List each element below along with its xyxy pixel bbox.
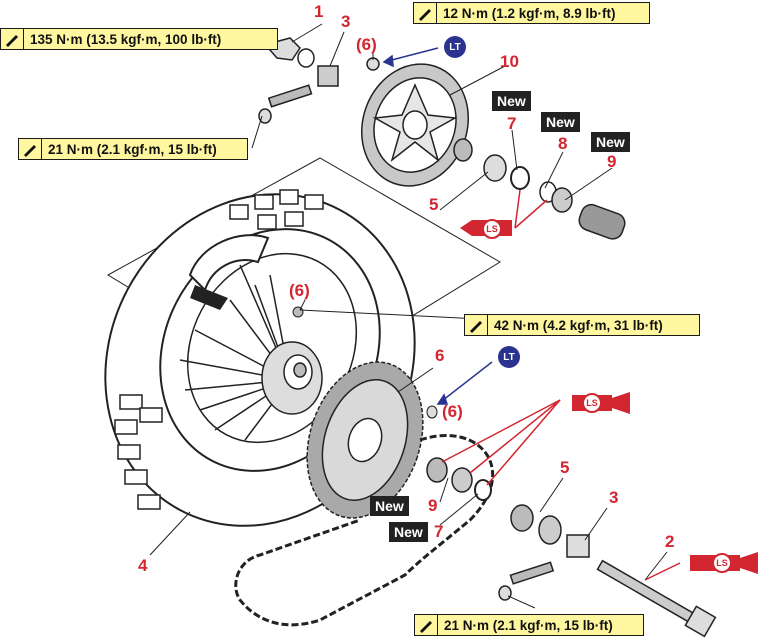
callout-4: 4 bbox=[138, 556, 148, 575]
lt-locktite-icon: LT bbox=[498, 346, 520, 368]
callout-2: 2 bbox=[665, 532, 675, 551]
sprocket-bolt bbox=[426, 405, 438, 419]
torque-label-hub-bolt: 42 N·m (4.2 kgf·m, 31 lb·ft) bbox=[464, 314, 700, 336]
adjust-bolt-top bbox=[258, 84, 313, 124]
new-tag-seal-top: New bbox=[492, 91, 531, 111]
torque-label-adjust-bolt-top: 21 N·m (2.1 kgf·m, 15 lb·ft) bbox=[18, 138, 248, 160]
new-tag-bearing-bottom: New bbox=[370, 496, 409, 516]
leader-lines bbox=[149, 23, 668, 609]
tube-section bbox=[188, 234, 270, 292]
tire-cut-shading bbox=[190, 285, 228, 310]
callout-1: 1 bbox=[314, 2, 324, 21]
callout-7-bottom: 7 bbox=[434, 522, 444, 541]
torque-value: 42 N·m (4.2 kgf·m, 31 lb·ft) bbox=[494, 317, 663, 333]
torque-label-axle-nut: 135 N·m (13.5 kgf·m, 100 lb·ft) bbox=[0, 28, 278, 50]
torque-wrench-icon bbox=[1, 29, 24, 49]
ls-grease-icon: LS bbox=[582, 393, 602, 413]
torque-label-disc-bolt: 12 N·m (1.2 kgf·m, 8.9 lb·ft) bbox=[413, 2, 650, 24]
ls-grease-icons bbox=[460, 220, 758, 574]
new-tag-bearing-top: New bbox=[591, 132, 630, 152]
hub-parts-top bbox=[453, 138, 626, 240]
adjust-bolt-bottom bbox=[498, 561, 555, 601]
callout-7-top: 7 bbox=[507, 114, 517, 133]
torque-wrench-icon bbox=[465, 315, 488, 335]
torque-value: 21 N·m (2.1 kgf·m, 15 lb·ft) bbox=[48, 141, 217, 157]
torque-wrench-icon bbox=[414, 3, 437, 23]
axle-nut-group bbox=[269, 37, 380, 87]
lt-arrows bbox=[382, 47, 493, 405]
callout-8: 8 bbox=[558, 134, 568, 153]
callout-3-bottom: 3 bbox=[609, 488, 619, 507]
ls-grease-icon: LS bbox=[482, 219, 502, 239]
torque-label-adjust-bolt-bottom: 21 N·m (2.1 kgf·m, 15 lb·ft) bbox=[414, 614, 644, 636]
torque-value: 21 N·m (2.1 kgf·m, 15 lb·ft) bbox=[444, 617, 613, 633]
brake-disc bbox=[360, 63, 470, 187]
callout-9-bottom: 9 bbox=[428, 496, 438, 515]
wheel-hub bbox=[261, 341, 323, 415]
callout-6-hub-paren: (6) bbox=[289, 281, 310, 300]
ls-arrows bbox=[441, 189, 681, 581]
callout-10: 10 bbox=[500, 52, 519, 71]
callout-6-top-paren: (6) bbox=[356, 35, 377, 54]
new-tag-seal-bottom: New bbox=[389, 522, 428, 542]
new-tag-circlip: New bbox=[541, 112, 580, 132]
lt-locktite-icon: LT bbox=[444, 36, 466, 58]
torque-wrench-icon bbox=[415, 615, 438, 635]
callout-5-bottom: 5 bbox=[560, 458, 570, 477]
hub-bolt bbox=[292, 306, 304, 318]
callout-6: 6 bbox=[435, 346, 445, 365]
callout-5-top: 5 bbox=[429, 195, 439, 214]
ls-grease-icon: LS bbox=[712, 553, 732, 573]
rear-sprocket bbox=[306, 361, 424, 519]
torque-value: 12 N·m (1.2 kgf·m, 8.9 lb·ft) bbox=[443, 5, 616, 21]
callout-9-top: 9 bbox=[607, 152, 617, 171]
axle-shaft bbox=[596, 559, 717, 638]
torque-wrench-icon bbox=[19, 139, 42, 159]
torque-value: 135 N·m (13.5 kgf·m, 100 lb·ft) bbox=[30, 31, 222, 47]
drive-chain bbox=[234, 434, 495, 627]
callout-3-top: 3 bbox=[341, 12, 351, 31]
callout-6-sprocket-paren: (6) bbox=[442, 402, 463, 421]
tire-knobs bbox=[114, 189, 324, 510]
